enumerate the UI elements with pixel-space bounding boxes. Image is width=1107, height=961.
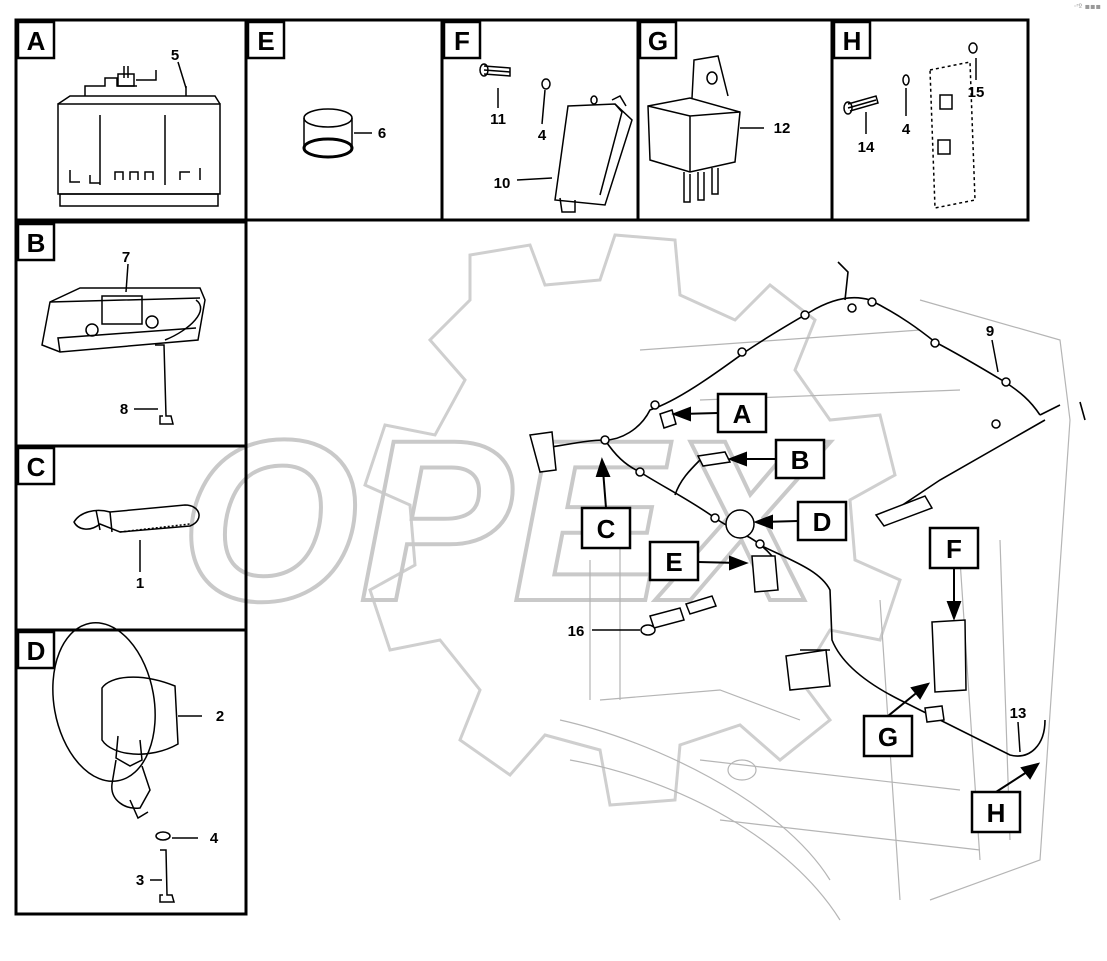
bracket-shape: [924, 705, 945, 723]
panel-b-letter: B: [27, 228, 46, 258]
callout-14: 14: [858, 139, 875, 156]
control-module-drawing: [479, 63, 633, 213]
radio-shape: [659, 409, 677, 429]
callout-15: 15: [968, 84, 985, 101]
callout-11: 11: [490, 111, 506, 128]
speaker-drawing: [52, 621, 179, 903]
callout-9: 9: [986, 323, 994, 340]
callout-5: 5: [171, 47, 179, 64]
radio-unit-drawing: [57, 66, 221, 207]
callout-10-leader: [516, 177, 553, 181]
relay-shape: [785, 649, 831, 691]
panel-d-frame: [14, 628, 248, 916]
callout-10: 10: [494, 175, 511, 192]
tag-c: C: [597, 514, 616, 544]
tag-h: H: [987, 798, 1006, 828]
panel-letter-boxes: [16, 20, 872, 670]
callout-1: 1: [136, 575, 144, 592]
right-speaker-shape: [751, 555, 779, 593]
mount-bracket-drawing: [843, 42, 978, 209]
tag-e: E: [665, 547, 682, 577]
panel-g-letter: G: [648, 26, 668, 56]
callout-6: 6: [378, 125, 386, 142]
main-components: [529, 409, 967, 723]
grommet-drawing: [302, 108, 354, 159]
panel-d-letter: D: [27, 636, 46, 666]
corner-mark: ·ʳº ▪▪▪: [1073, 2, 1101, 11]
main-letter-tags: [580, 392, 1022, 834]
cable-tie-drawing: [73, 504, 200, 533]
lamp-drawing: [41, 287, 206, 353]
callout-4h: 4: [902, 121, 911, 138]
tag-leaders: [595, 406, 1041, 793]
lamp-shape: [696, 451, 732, 467]
callout-5-leader: [177, 61, 187, 89]
panel-h-frame: [830, 18, 1030, 222]
screw-8-drawing: [155, 344, 174, 425]
callout-2: 2: [216, 708, 224, 725]
watermark-text: OPEX: [180, 392, 831, 649]
tag-d: D: [813, 507, 832, 537]
watermark-gear: [363, 233, 902, 807]
left-speaker-shape: [529, 431, 557, 473]
panel-f-letter: F: [454, 26, 470, 56]
callout-7: 7: [122, 249, 130, 266]
panel-h-letter: H: [843, 26, 862, 56]
grommet-shape: [640, 624, 656, 636]
callout-16: 16: [568, 623, 585, 640]
panel-e-letter: E: [257, 26, 274, 56]
tag-g: G: [878, 722, 898, 752]
callout-12: 12: [774, 120, 791, 137]
harness-clips: [600, 297, 1011, 549]
module-shape: [931, 619, 967, 693]
callout-4f: 4: [538, 127, 547, 144]
vent-shape: [874, 495, 934, 527]
cab-outline: [559, 299, 1071, 921]
callout-13-leader: [1017, 721, 1021, 753]
panel-c-letter: C: [27, 452, 46, 482]
callout-9-leader: [991, 339, 999, 373]
callout-4d: 4: [210, 830, 219, 847]
callout-13: 13: [1010, 705, 1027, 722]
tag-a: A: [733, 399, 752, 429]
tag-f: F: [946, 534, 962, 564]
callout-7-leader: [125, 263, 129, 293]
callout-4f-leader: [541, 89, 546, 125]
callout-8: 8: [120, 401, 128, 418]
relay-drawing: [647, 55, 741, 203]
tag-b: B: [791, 445, 810, 475]
panel-a-letter: A: [27, 26, 46, 56]
speaker-shape: [725, 509, 755, 539]
callout-3: 3: [136, 872, 144, 889]
